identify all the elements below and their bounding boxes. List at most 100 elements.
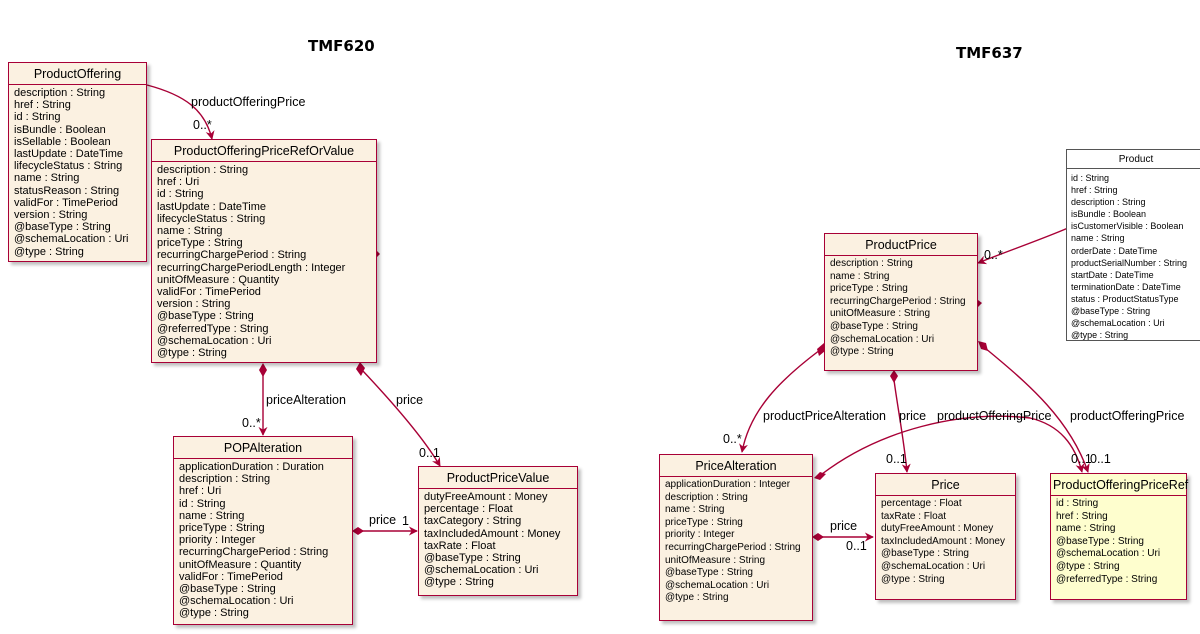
attribute: @baseType : String: [424, 552, 521, 565]
attribute: recurringChargePeriod : String: [830, 295, 966, 307]
attribute: href : String: [1056, 510, 1108, 522]
attribute: href : String: [1071, 185, 1118, 196]
attribute: priceType : String: [830, 283, 908, 295]
attribute: @schemaLocation : Uri: [179, 595, 294, 608]
attribute: @type : String: [179, 607, 249, 620]
attribute: @type : String: [14, 245, 84, 258]
edge-pp-pa: [739, 349, 821, 453]
edge-product-pp: [977, 227, 1069, 265]
attribute: @baseType : String: [179, 583, 276, 596]
attribute: lifecycleStatus : String: [157, 212, 266, 225]
edge-pa-price-mult: 0..1: [846, 539, 867, 553]
class-name: PriceAlteration: [660, 455, 812, 477]
attribute: percentage : Float: [881, 498, 962, 509]
attribute: @type : String: [830, 346, 894, 358]
title-tmf637: TMF637: [956, 44, 1023, 62]
edge-pp-price-label: price: [899, 409, 926, 423]
edge-pop-pricealteration-label: priceAlteration: [266, 393, 346, 407]
attribute: taxCategory : String: [424, 515, 522, 528]
attribute: @baseType : String: [1056, 535, 1144, 547]
class-product-price-value[interactable]: ProductPriceValue dutyFreeAmount : Money…: [418, 466, 578, 596]
attribute: @schemaLocation : Uri: [1056, 548, 1161, 560]
composition-diamond-pop-price: [356, 362, 365, 376]
edge-pop-price-mult: 0..1: [419, 446, 440, 460]
composition-diamond-pa-popref: [814, 472, 826, 480]
attribute: priceType : String: [665, 516, 743, 528]
attribute: @schemaLocation : Uri: [665, 579, 770, 591]
attribute: percentage : Float: [424, 503, 513, 516]
class-name: ProductOfferingPriceRefOrValue: [152, 140, 376, 162]
attribute: priority : Integer: [665, 529, 735, 541]
class-name: POPAlteration: [174, 437, 352, 459]
attribute: lastUpdate : DateTime: [157, 200, 267, 213]
attribute: description : String: [830, 258, 913, 269]
attribute: applicationDuration : Duration: [179, 461, 324, 473]
class-pop-alteration[interactable]: POPAlteration applicationDuration : Dura…: [173, 436, 353, 625]
attribute: name : String: [1071, 233, 1125, 244]
attribute: validFor : TimePeriod: [179, 570, 283, 583]
attribute: name : String: [1056, 523, 1116, 535]
attribute: @baseType : String: [1071, 306, 1151, 317]
attribute: isSellable : Boolean: [14, 135, 111, 148]
attribute: @type : String: [157, 347, 227, 360]
attribute: @schemaLocation : Uri: [157, 334, 272, 347]
attribute: isCustomerVisible : Boolean: [1071, 221, 1184, 232]
attribute: name : String: [179, 509, 245, 522]
class-name: Price: [876, 474, 1015, 496]
attribute: @type : String: [1071, 330, 1129, 341]
attribute: lastUpdate : DateTime: [14, 148, 124, 161]
edge-po-to-pop-label: productOfferingPrice: [191, 95, 305, 109]
composition-diamond-pp-popref: [978, 341, 988, 351]
attribute: lifecycleStatus : String: [14, 160, 123, 173]
attribute: startDate : DateTime: [1071, 269, 1154, 280]
attribute: description : String: [665, 491, 748, 503]
attribute: @baseType : String: [665, 567, 753, 579]
attribute: description : String: [1071, 197, 1146, 208]
class-price-alteration[interactable]: PriceAlteration applicationDuration : In…: [659, 454, 813, 621]
attribute: name : String: [157, 225, 223, 238]
composition-diamond-pa-price: [812, 533, 824, 541]
attribute: id : String: [157, 188, 204, 201]
edge-pa-price-label: price: [830, 519, 857, 533]
class-product-offering-price-ref-or-value[interactable]: ProductOfferingPriceRefOrValue descripti…: [151, 139, 377, 363]
attribute: version : String: [14, 209, 88, 222]
attribute: name : String: [665, 504, 725, 516]
attribute: href : Uri: [157, 176, 200, 189]
edge-pop-price: [361, 369, 441, 467]
edge-pp-pa-mult: 0..*: [723, 432, 742, 446]
attribute: @referredType : String: [157, 322, 269, 335]
attribute: taxIncludedAmount : Money: [881, 535, 1005, 547]
class-name: ProductOffering: [9, 63, 146, 85]
edge-pa-popref-label: productOfferingPrice: [937, 409, 1051, 423]
attribute: orderDate : DateTime: [1071, 245, 1158, 256]
attribute: @type : String: [424, 576, 494, 589]
class-name: Product: [1067, 150, 1200, 169]
composition-diamond-pop-alt: [259, 363, 267, 377]
class-name: ProductOfferingPriceRef: [1051, 474, 1188, 496]
attribute: status : ProductStatusType: [1071, 293, 1179, 304]
attribute: name : String: [14, 172, 80, 185]
attribute: isBundle : Boolean: [1071, 209, 1147, 220]
edge-pop-price-label: price: [396, 393, 423, 407]
attribute: @baseType : String: [830, 320, 918, 332]
composition-diamond-pp-price: [890, 370, 898, 383]
attribute: href : Uri: [179, 485, 222, 498]
attribute: description : String: [14, 87, 106, 99]
class-name: ProductPrice: [825, 234, 977, 256]
attribute: recurringChargePeriod : String: [665, 541, 801, 553]
attribute: isBundle : Boolean: [14, 123, 106, 136]
title-tmf620: TMF620: [308, 37, 375, 55]
attribute: id : String: [14, 111, 61, 124]
attribute: unitOfMeasure : Quantity: [179, 558, 302, 571]
attribute: taxRate : Float: [881, 510, 947, 522]
